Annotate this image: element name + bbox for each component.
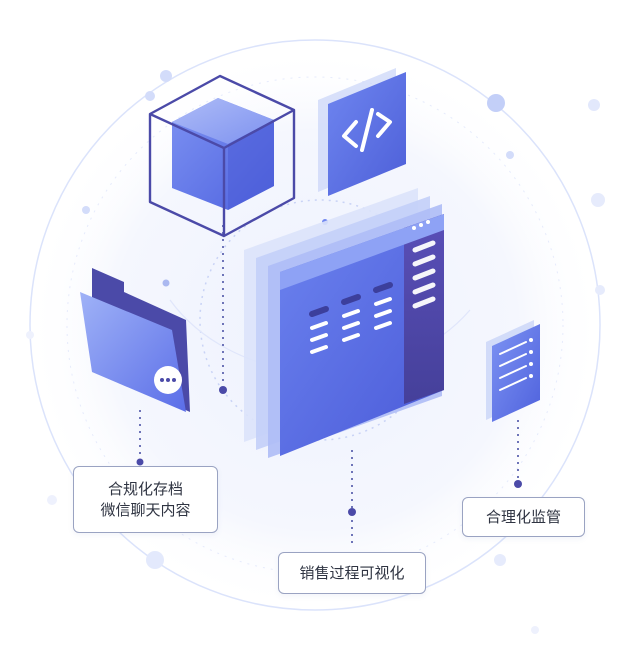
label-compliance-archive-line2: 微信聊天内容 xyxy=(100,500,191,519)
label-rational-supervision: 合理化监管 xyxy=(462,497,585,537)
connector-lines xyxy=(139,225,519,545)
folder-chat-icon xyxy=(80,268,190,412)
label-compliance-archive: 合规化存档 微信聊天内容 xyxy=(73,466,218,533)
label-compliance-archive-line1: 合规化存档 xyxy=(107,479,183,498)
cube-icon xyxy=(148,74,296,238)
document-list-icon xyxy=(486,320,540,422)
label-rational-supervision-text: 合理化监管 xyxy=(485,507,561,526)
label-sales-visualization: 销售过程可视化 xyxy=(278,552,426,594)
code-icon xyxy=(318,68,406,196)
app-window-icon xyxy=(244,188,444,458)
decorative-dots xyxy=(26,70,605,634)
label-sales-visualization-text: 销售过程可视化 xyxy=(299,563,405,582)
connector-dots xyxy=(136,386,522,516)
dotted-orbit-ring xyxy=(66,76,564,574)
outer-orbit-ring xyxy=(29,39,601,611)
